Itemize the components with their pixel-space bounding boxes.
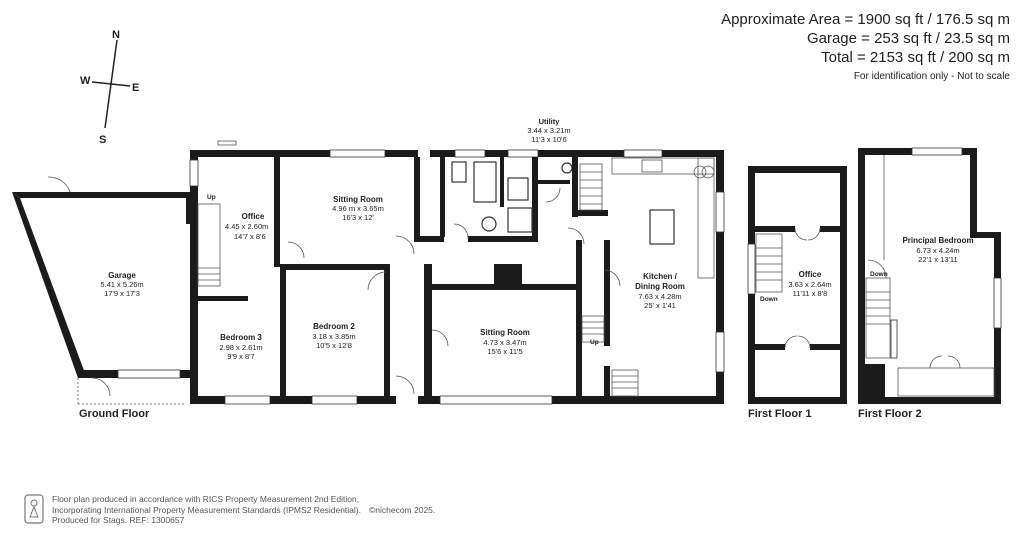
room-dim: 15'6 x 11'5 [487,347,522,356]
stair-up-label: Up [590,339,599,346]
total-area: Total = 2153 sq ft / 200 sq m [821,49,1010,66]
compass-south: S [99,134,106,146]
room-dim: 17'9 x 17'3 [104,289,140,298]
room-dim: 11'3 x 10'6 [531,135,566,144]
room-dim: 7.63 x 4.28m [638,292,681,301]
room-name: Kitchen / [643,272,678,281]
compass-west: W [80,75,91,87]
floor-label-first-1: First Floor 1 [748,408,812,420]
room-dim: 3.18 x 3.85m [312,332,355,341]
compass-north: N [112,29,120,41]
room-kitchen-dining: Kitchen / Dining Room 7.63 x 4.28m 25' x… [635,272,685,310]
room-name: Sitting Room [333,195,383,204]
room-dim: 4.96 m x 3.65m [332,204,384,213]
room-dim: 14'7 x 8'6 [234,232,266,241]
room-sitting-room-1: Sitting Room 4.96 m x 3.65m 16'3 x 12' [332,195,384,222]
room-dim: 4.45 x 2.60m [225,222,268,231]
ground-floor-plan [12,140,725,405]
room-name: Principal Bedroom [902,236,973,245]
floor-label-first-2: First Floor 2 [858,408,922,420]
room-sitting-room-2: Sitting Room 4.73 x 3.47m 15'6 x 11'5 [480,328,530,356]
room-name: Office [799,270,822,279]
first-floor-1-plan [747,166,847,404]
area-summary: Approximate Area = 1900 sq ft / 176.5 sq… [721,10,1010,85]
room-name: Sitting Room [480,328,530,337]
room-name: Bedroom 3 [220,333,262,342]
room-dim: 9'9 x 8'7 [227,352,254,361]
room-dim: 22'1 x 13'11 [918,255,957,264]
room-name: Garage [108,271,136,280]
stair-down-label: Down [760,296,778,303]
floor-label-ground: Ground Floor [79,408,150,420]
footer-brand: ©nichecom 2025. [369,504,436,515]
footer: Floor plan produced in accordance with R… [52,494,435,526]
room-dim: 10'5 x 12'8 [316,341,352,350]
room-dim: 25' x 1'41 [644,301,676,310]
room-dim: 16'3 x 12' [342,213,374,222]
garage-area: Garage = 253 sq ft / 23.5 sq m [806,30,1010,47]
room-name: Office [242,212,265,221]
room-dim: 6.73 x 4.24m [916,246,959,255]
rics-badge-icon [24,494,44,524]
room-name: Dining Room [635,282,685,291]
stair-up-label: Up [207,194,216,201]
stair-down-label: Down [870,271,888,278]
room-dim: 3.44 x 3.21m [527,126,570,135]
room-dim: 5.41 x 5.26m [100,280,143,289]
room-bedroom-2: Bedroom 2 3.18 x 3.85m 10'5 x 12'8 [312,322,355,350]
footer-line-2: Incorporating International Property Mea… [52,504,361,515]
room-dim: 2.98 x 2.61m [219,343,262,352]
room-office-ground: Office 4.45 x 2.60m 14'7 x 8'6 [225,212,268,241]
first-floor-2-plan [858,147,1002,404]
room-bedroom-3: Bedroom 3 2.98 x 2.61m 9'9 x 8'7 [219,333,262,361]
room-garage: Garage 5.41 x 5.26m 17'9 x 17'3 [100,271,143,298]
footer-line-1: Floor plan produced in accordance with R… [52,494,360,504]
room-dim: 11'11 x 8'8 [793,289,828,298]
scale-note: For identification only - Not to scale [853,71,1010,82]
room-principal-bedroom: Principal Bedroom 6.73 x 4.24m 22'1 x 13… [902,236,973,264]
compass-east: E [132,82,139,94]
compass: N S E W [80,29,139,146]
room-dim: 4.73 x 3.47m [483,338,526,347]
room-name: Utility [539,117,561,126]
footer-line-3: Produced for Stags. REF: 1300657 [52,515,185,525]
room-dim: 3.63 x 2.64m [788,280,831,289]
room-office-first-floor: Office 3.63 x 2.64m 11'11 x 8'8 [788,270,831,298]
room-utility: Utility 3.44 x 3.21m 11'3 x 10'6 [527,117,570,144]
room-name: Bedroom 2 [313,322,355,331]
approximate-area: Approximate Area = 1900 sq ft / 176.5 sq… [721,11,1010,28]
